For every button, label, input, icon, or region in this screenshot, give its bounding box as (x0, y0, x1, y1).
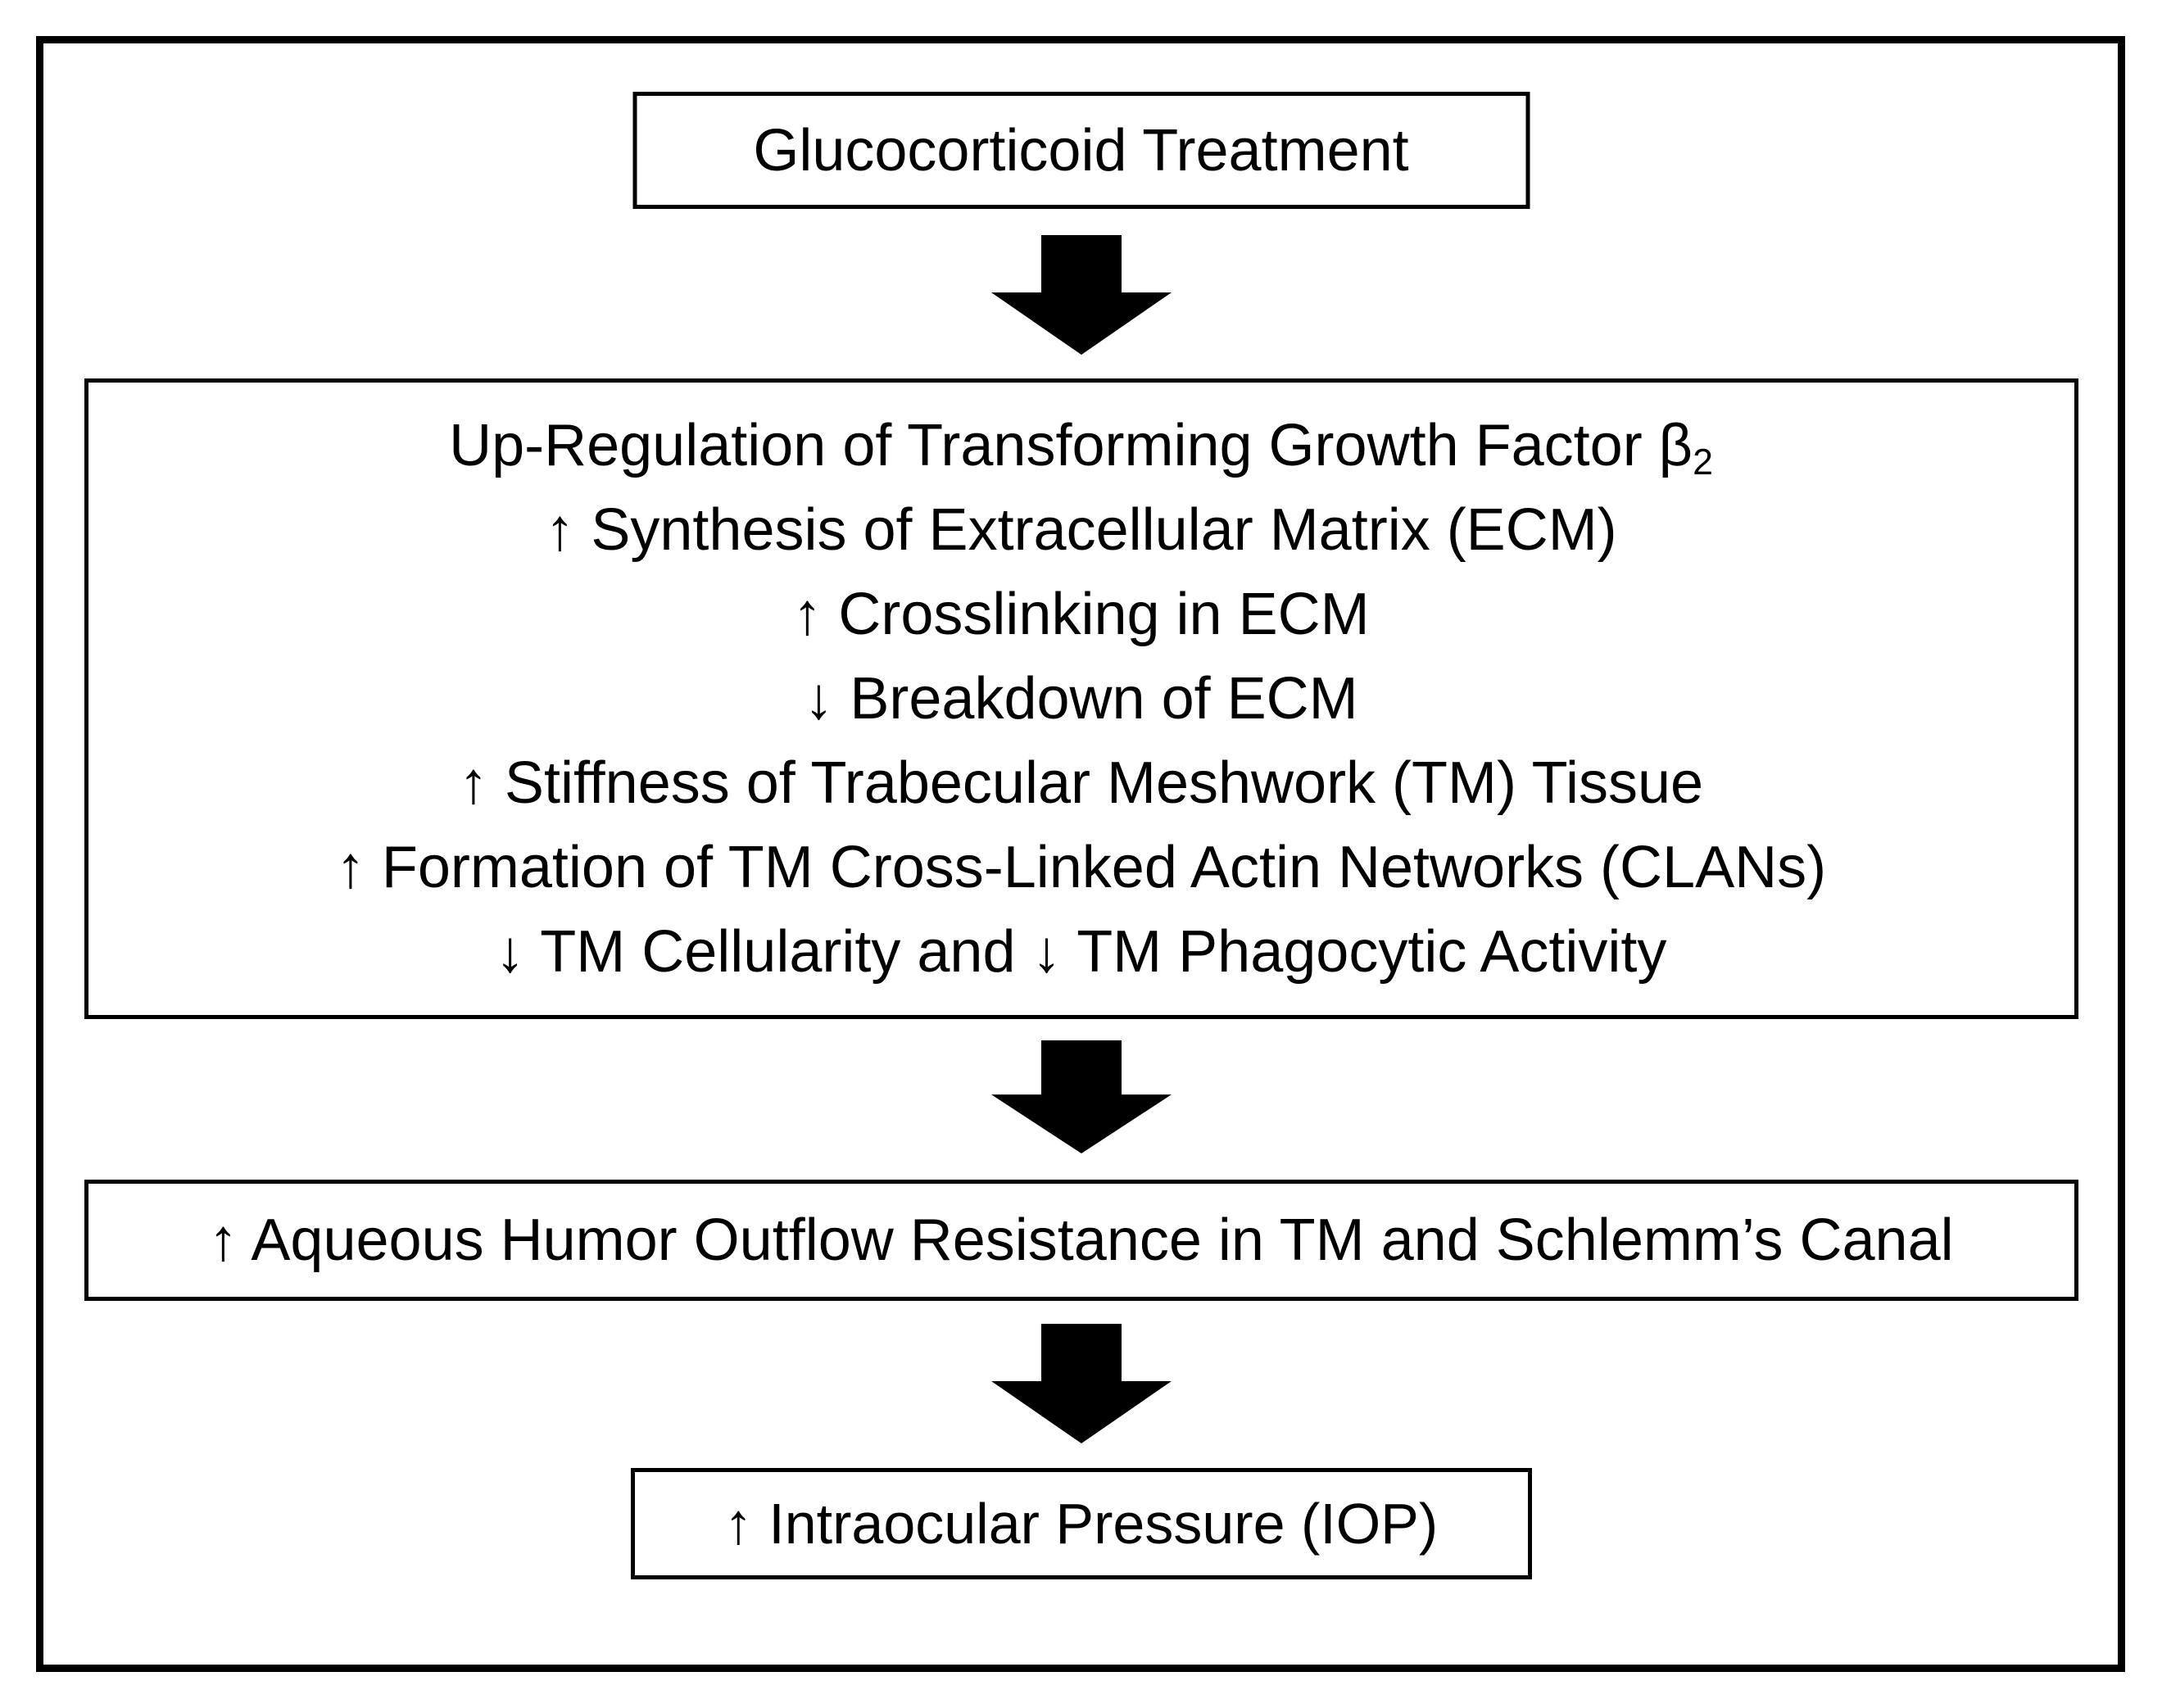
box-outflow-resistance-label: ↑ Aqueous Humor Outflow Resistance in TM… (208, 1207, 1954, 1273)
effect-line-tm-stiffness: ↑ Stiffness of Trabecular Meshwork (TM) … (458, 750, 1704, 816)
effect-line-ecm-crosslinking: ↑ Crosslinking in ECM (792, 581, 1370, 647)
box-glucocorticoid-treatment-label: Glucocorticoid Treatment (753, 117, 1409, 183)
subscript-2: 2 (1693, 442, 1713, 482)
down-arrow-icon (990, 1324, 1172, 1443)
effect-line-clans: ↑ Formation of TM Cross-Linked Actin Net… (335, 834, 1827, 900)
effect-line-cellularity-phagocytosis: ↓ TM Cellularity and ↓ TM Phagocytic Act… (495, 918, 1667, 985)
effect-line-tgf-beta2: Up-Regulation of Transforming Growth Fac… (449, 412, 1713, 482)
down-arrow-icon (990, 235, 1172, 355)
effect-line-ecm-breakdown: ↓ Breakdown of ECM (804, 665, 1358, 732)
box-intraocular-pressure: ↑ Intraocular Pressure (IOP) (630, 1468, 1532, 1579)
box-outflow-resistance: ↑ Aqueous Humor Outflow Resistance in TM… (84, 1180, 2078, 1301)
box-glucocorticoid-treatment: Glucocorticoid Treatment (632, 92, 1530, 209)
box-tm-effects: Up-Regulation of Transforming Growth Fac… (84, 378, 2078, 1019)
box-intraocular-pressure-label: ↑ Intraocular Pressure (IOP) (723, 1492, 1439, 1556)
down-arrow-icon (990, 1040, 1172, 1153)
effect-line-ecm-synthesis: ↑ Synthesis of Extracellular Matrix (ECM… (545, 496, 1617, 563)
